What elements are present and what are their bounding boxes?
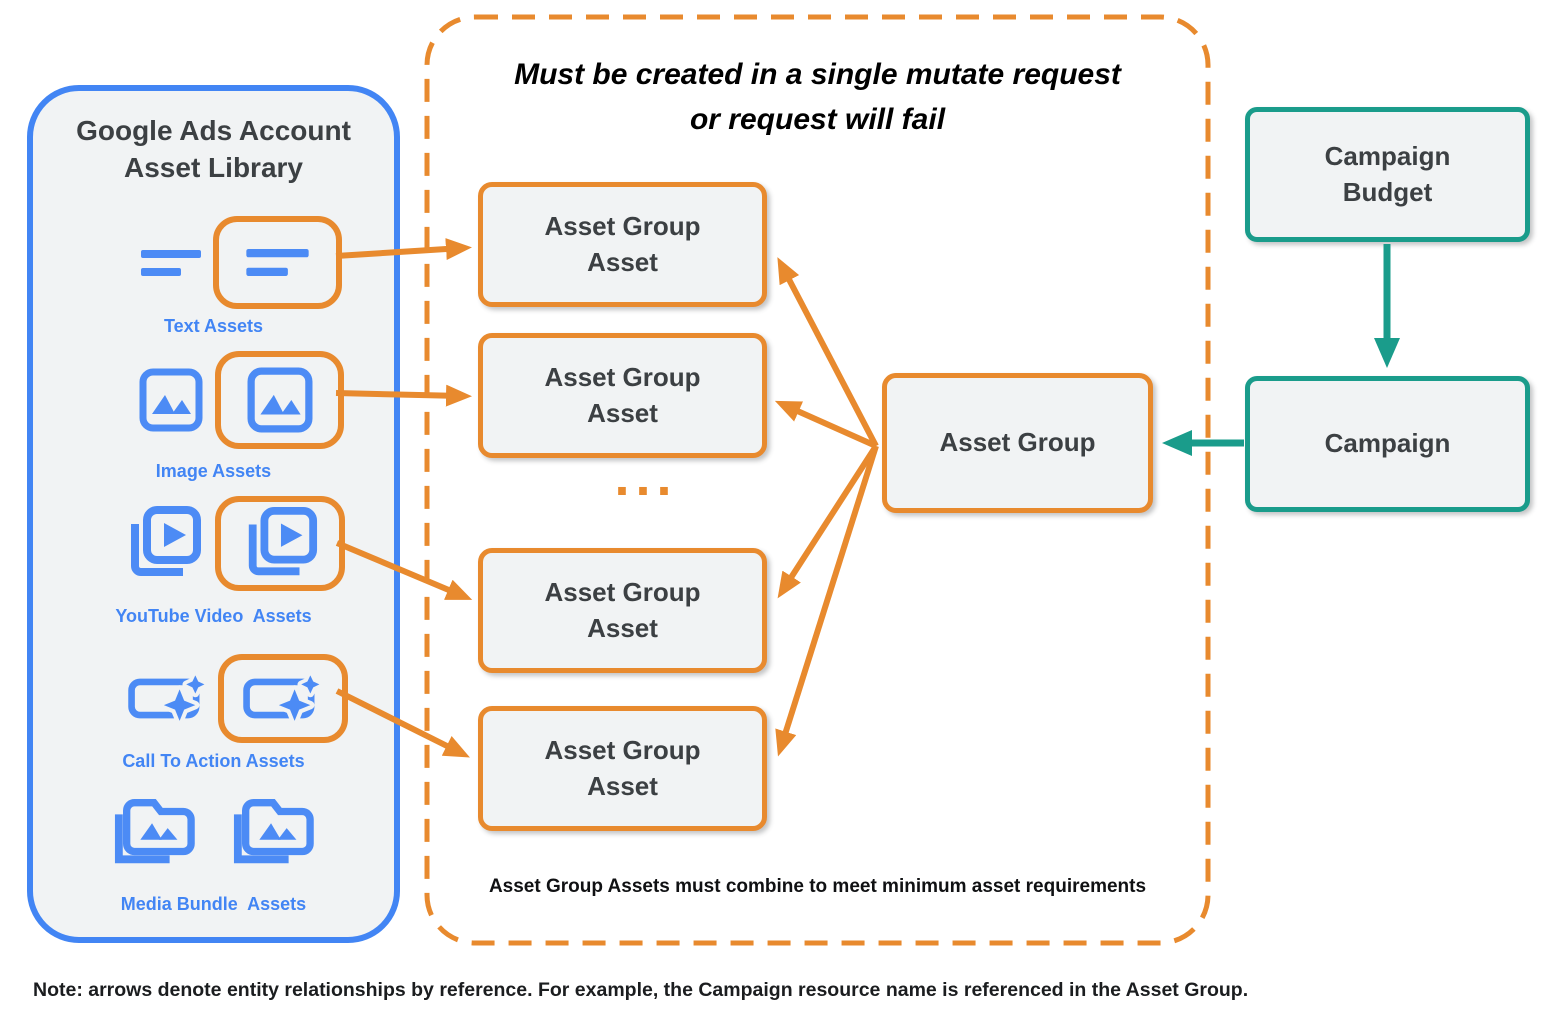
call-to-action-asset-icon — [243, 672, 323, 725]
media-bundle-assets-label: Media Bundle Assets — [120, 894, 307, 914]
asset-group-asset-box: Asset Group Asset — [478, 706, 767, 831]
youtube-video-assets-row — [123, 496, 345, 591]
mutate-request-title: Must be created in a single mutate reque… — [514, 58, 1121, 136]
selected-text-asset-highlight — [213, 216, 342, 309]
selected-youtube-video-asset-highlight — [215, 496, 345, 591]
media-bundle-asset-icon — [230, 791, 316, 873]
reference-note: Note: arrows denote entity relationships… — [33, 979, 1249, 1001]
media-bundle-assets-row — [111, 791, 316, 873]
image-asset-icon — [139, 368, 203, 432]
media-bundle-asset-icon — [111, 791, 197, 873]
campaign-box: Campaign — [1245, 376, 1530, 512]
asset-group-asset-box: Asset Group Asset — [478, 333, 767, 458]
selected-call-to-action-asset-highlight — [218, 654, 348, 743]
campaign-budget-box: Campaign Budget — [1245, 107, 1530, 242]
arrow-asset-group-to-asset-group-asset-2 — [774, 400, 878, 449]
youtube-video-asset-icon — [123, 504, 203, 584]
selected-image-asset-highlight — [215, 351, 344, 449]
image-assets-label: Image Assets — [155, 461, 272, 481]
image-asset-icon — [247, 367, 313, 433]
more-asset-group-assets-ellipsis: ... — [614, 447, 678, 507]
text-asset-icon — [141, 250, 201, 276]
asset-group-box: Asset Group — [882, 373, 1153, 513]
youtube-video-assets-label: YouTube Video Assets — [115, 606, 312, 626]
image-assets-row — [139, 351, 344, 449]
arrow-asset-group-to-asset-group-asset-3 — [777, 444, 879, 599]
call-to-action-assets-row — [128, 654, 348, 743]
text-assets-row — [141, 216, 342, 309]
asset-group-asset-box: Asset Group Asset — [478, 182, 767, 307]
call-to-action-asset-icon — [128, 672, 208, 725]
text-assets-label: Text Assets — [163, 316, 264, 336]
asset-group-asset-box: Asset Group Asset — [478, 548, 767, 673]
asset-library-title: Google Ads Account Asset Library — [76, 115, 351, 183]
youtube-video-asset-icon — [241, 505, 319, 583]
arrow-asset-group-to-asset-group-asset-1 — [777, 257, 879, 448]
text-asset-icon — [246, 249, 309, 276]
asset-requirements-footnote: Asset Group Assets must combine to meet … — [488, 876, 1147, 897]
call-to-action-assets-label: Call To Action Assets — [122, 751, 305, 771]
asset-library-panel: Google Ads Account Asset Library Text As… — [27, 85, 400, 943]
arrow-asset-group-to-asset-group-asset-4 — [775, 445, 879, 757]
